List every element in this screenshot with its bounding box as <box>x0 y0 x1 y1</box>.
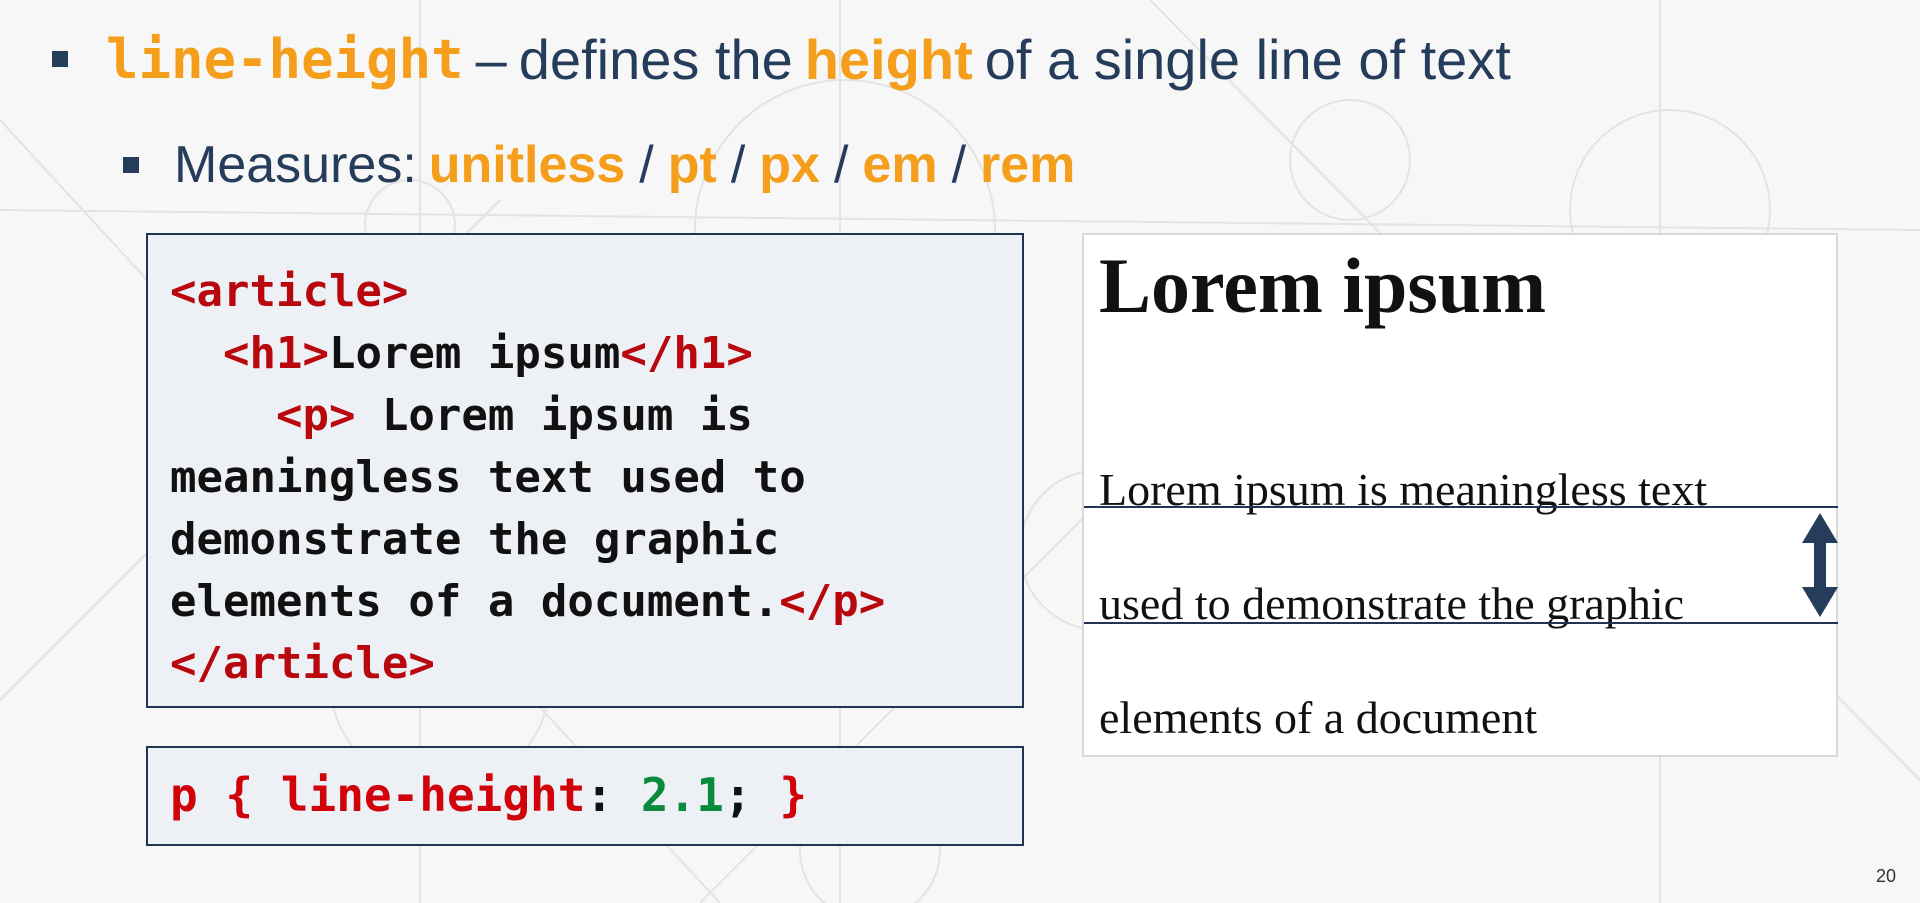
preview-line: Lorem ipsum is meaningless text <box>1099 464 1708 515</box>
unit-unitless: unitless <box>428 136 626 194</box>
code-line: </article> <box>170 633 1022 695</box>
bullet1-text-a: defines the <box>518 27 793 91</box>
css-selector: p <box>170 768 198 822</box>
css-property: line-height <box>280 768 586 822</box>
bullet1-text-b: of a single line of text <box>984 27 1511 91</box>
code-line: <p> Lorem ipsum is <box>170 385 1022 447</box>
css-code-block: p { line-height: 2.1; } <box>146 746 1024 846</box>
preview-line: elements of a document <box>1099 692 1538 743</box>
tag-article-open: <article> <box>170 266 409 317</box>
tag-p-open: <p> <box>275 390 356 441</box>
preview-line: used to demonstrate the graphic <box>1099 578 1685 629</box>
code-line: <h1>Lorem ipsum</h1> <box>170 323 1022 385</box>
tag-article-close: </article> <box>170 638 435 689</box>
rendered-preview: Lorem ipsum Lorem ipsum is meaningless t… <box>1082 233 1838 757</box>
line-guide <box>1084 506 1838 508</box>
html-code-block: <article> <h1>Lorem ipsum</h1> <p> Lorem… <box>146 233 1024 708</box>
unit-pt: pt <box>667 136 717 194</box>
unit-separator: / <box>730 136 746 194</box>
unit-separator: / <box>833 136 849 194</box>
css-open-brace: { <box>225 768 254 822</box>
unit-px: px <box>759 136 820 194</box>
tag-p-close: </p> <box>779 576 886 627</box>
page-number: 20 <box>1876 866 1897 886</box>
css-semicolon: ; <box>723 768 752 822</box>
tag-h1-open: <h1> <box>222 328 329 379</box>
unit-em: em <box>862 136 938 194</box>
unit-separator: / <box>639 136 654 194</box>
p-text: demonstrate the graphic <box>170 514 780 565</box>
tag-h1-close: </h1> <box>620 328 753 379</box>
property-name: line-height <box>106 27 464 91</box>
preview-heading: Lorem ipsum <box>1099 242 1547 329</box>
bullet-measures: Measures: unitless / pt / px / em / rem <box>123 130 1075 200</box>
css-value: 2.1 <box>640 768 724 822</box>
unit-separator: / <box>951 136 967 194</box>
p-text: elements of a document. <box>170 576 780 627</box>
code-line: meaningless text used to <box>170 447 1022 509</box>
css-close-brace: } <box>779 768 808 822</box>
line-guide <box>1084 622 1838 624</box>
bullet-square-icon <box>52 51 68 67</box>
bullet-line-height: line-height – defines the height of a si… <box>52 22 1511 96</box>
dash: – <box>475 27 507 91</box>
h1-text: Lorem ipsum <box>328 328 621 379</box>
bullet-square-icon <box>123 157 139 173</box>
code-line: <article> <box>170 261 1022 323</box>
measures-label: Measures: <box>174 136 417 194</box>
bullet1-highlight: height <box>804 27 973 91</box>
code-line: demonstrate the graphic <box>170 509 1022 571</box>
css-colon: : <box>585 768 614 822</box>
code-line: elements of a document.</p> <box>170 571 1022 633</box>
double-arrow-icon <box>1802 513 1838 617</box>
p-text: Lorem ipsum is <box>355 390 753 441</box>
unit-rem: rem <box>980 136 1076 194</box>
p-text: meaningless text used to <box>170 452 806 503</box>
